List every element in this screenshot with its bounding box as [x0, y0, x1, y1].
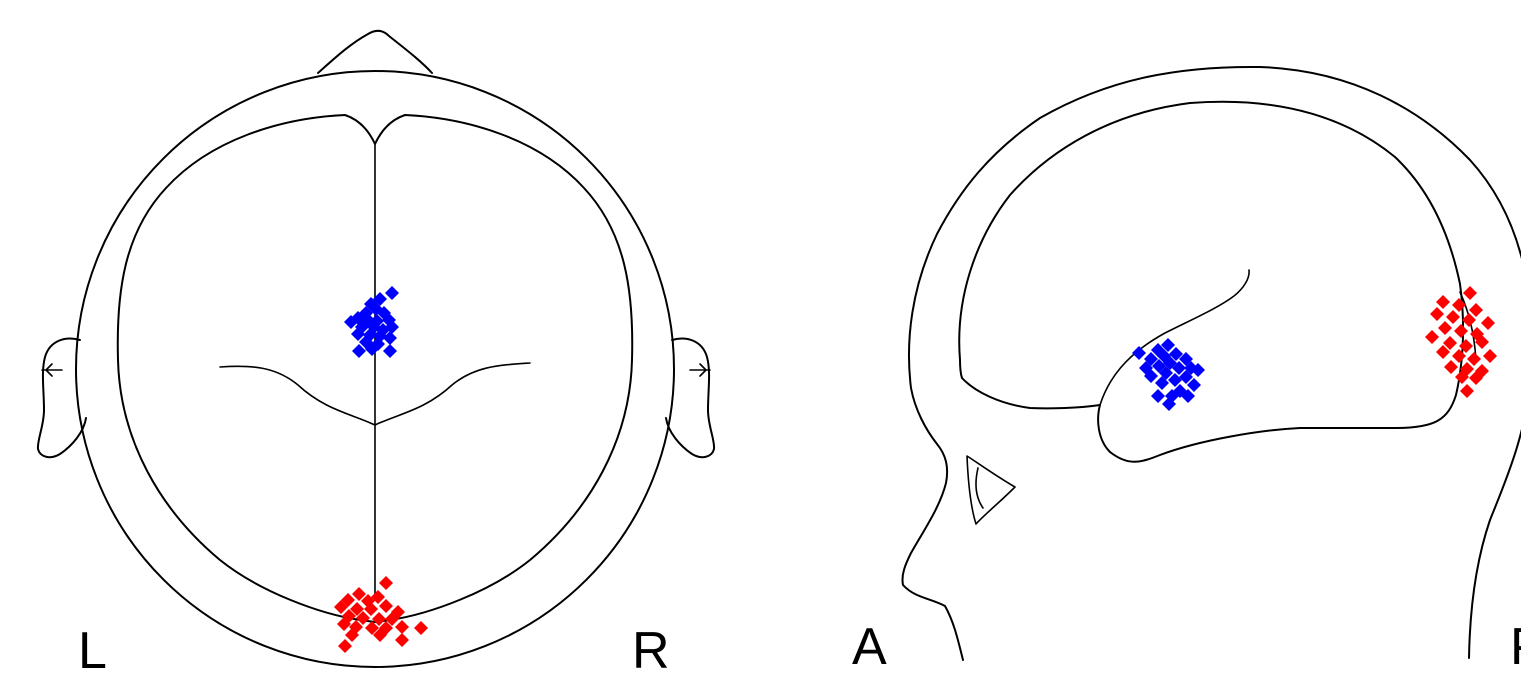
top-view-blue-dipole-marker — [383, 344, 397, 358]
side-view-red-dipole-marker — [1460, 384, 1474, 398]
side-view-blue-dipole-marker — [1151, 389, 1165, 403]
side-view-red-dipole-marker — [1463, 286, 1477, 300]
side-view-red-dipole-marker — [1438, 321, 1452, 335]
side-view-red-dipole-marker — [1459, 339, 1473, 353]
top-view-red-dipole-marker — [414, 621, 428, 635]
side-view-red-dipole-marker — [1425, 330, 1439, 344]
top-view-dipoles — [334, 286, 428, 653]
posterior-label: P — [1510, 618, 1521, 676]
right-ear-marker — [690, 364, 710, 376]
side-view-red-dipole-marker — [1430, 307, 1444, 321]
side-view-red-dipole-marker — [1446, 310, 1460, 324]
side-view-head — [902, 67, 1521, 660]
top-view-red-dipole-marker — [395, 633, 409, 647]
head-profile-outline — [902, 67, 1521, 660]
side-view-red-dipole-marker — [1467, 352, 1481, 366]
side-view-dipoles — [1132, 286, 1497, 411]
side-view-red-dipole-marker — [1444, 360, 1458, 374]
brain-side-outline — [959, 102, 1463, 462]
top-view-blue-dipole-marker — [385, 286, 399, 300]
side-view-blue-dipole-marker — [1132, 346, 1146, 360]
right-label: R — [632, 622, 670, 676]
eye-outline — [967, 456, 1015, 524]
top-view-red-dipole-marker — [338, 639, 352, 653]
side-view-red-dipole-marker — [1483, 349, 1497, 363]
side-view-red-dipole-marker — [1462, 313, 1476, 327]
eye-inner — [976, 468, 983, 508]
side-view-red-dipole-marker — [1481, 316, 1495, 330]
side-view-red-dipole-marker — [1436, 295, 1450, 309]
anterior-label: A — [852, 618, 887, 676]
side-view-red-dipole-marker — [1454, 324, 1468, 338]
top-view-red-dipole-marker — [395, 620, 409, 634]
top-view-red-dipole-marker — [379, 599, 393, 613]
left-label: L — [78, 622, 107, 676]
left-ear-marker — [42, 364, 62, 376]
left-ear-outline — [38, 339, 86, 458]
top-view-red-dipole-marker — [379, 576, 393, 590]
nose-outline — [318, 31, 432, 73]
side-view-red-dipole-marker — [1469, 303, 1483, 317]
side-view-red-dipole-marker — [1452, 349, 1466, 363]
